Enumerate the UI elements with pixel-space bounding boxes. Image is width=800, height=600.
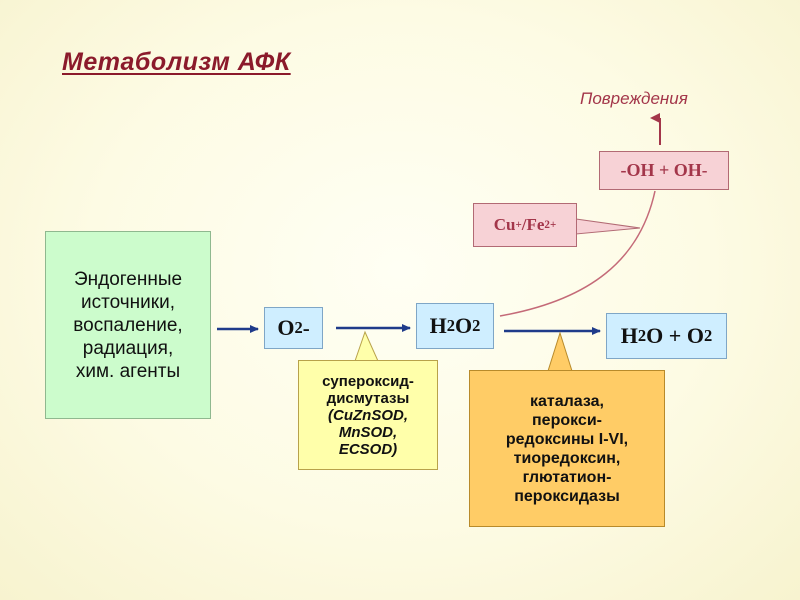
sod-callout-pointer	[354, 330, 379, 362]
h2o2-h-sub: 2	[446, 316, 455, 335]
damage-label: Повреждения	[580, 89, 688, 108]
sources-line: воспаление,	[73, 314, 183, 336]
metal-cu-charge: +	[515, 219, 522, 231]
o2-base: O	[277, 315, 295, 340]
catalase-line: перокси-	[532, 411, 602, 429]
catalase-line: тиоредоксин,	[513, 449, 621, 467]
h2o2-h: H	[429, 313, 447, 338]
catalase-line: пероксидазы	[514, 487, 620, 505]
o2-sub: 2	[294, 318, 303, 337]
metal-cu: Cu	[493, 215, 516, 234]
page-title: Метаболизм АФК	[62, 48, 291, 76]
sod-line: дисмутазы	[326, 389, 410, 407]
sod-line: ECSOD)	[338, 440, 398, 458]
products-h-sub: 2	[637, 326, 647, 345]
h2o2-o: O	[455, 313, 473, 338]
sources-line: источники,	[81, 291, 175, 313]
curve-h2o2-to-hydroxyl	[499, 190, 656, 317]
hydroxyl-text: -OH + OH	[620, 160, 702, 180]
catalase-line: редоксины I-VI,	[505, 430, 629, 448]
metal-fe: /Fe	[521, 215, 545, 234]
products-o: O + O	[646, 323, 704, 348]
sod-line: (CuZnSOD,	[328, 406, 408, 424]
h2o2-o-sub: 2	[472, 316, 481, 335]
sources-box: Эндогенные источники, воспаление, радиац…	[45, 231, 211, 419]
cu-callout-pointer	[575, 218, 641, 235]
catalase-callout-pointer	[547, 331, 573, 372]
sod-line: супероксид-	[322, 372, 414, 390]
o2-sup: -	[302, 315, 310, 340]
sod-enzymes-box: супероксид- дисмутазы (CuZnSOD, MnSOD, E…	[298, 360, 438, 470]
catalase-line: глютатион-	[522, 468, 612, 486]
peroxide-enzymes-box: каталаза, перокси- редоксины I-VI, тиоре…	[469, 370, 665, 527]
sources-line: Эндогенные	[73, 268, 183, 290]
catalase-line: каталаза,	[530, 392, 604, 410]
hydroxyl-radical-box: -OH + OH-	[599, 151, 729, 190]
hydroxyl-sup: -	[701, 160, 708, 180]
sources-line: радиация,	[82, 337, 174, 359]
sod-line: MnSOD,	[338, 423, 398, 441]
metal-fe-charge: 2+	[544, 219, 557, 231]
products-o-sub: 2	[703, 326, 713, 345]
products-h: H	[620, 323, 638, 348]
sources-line: хим. агенты	[75, 360, 181, 382]
